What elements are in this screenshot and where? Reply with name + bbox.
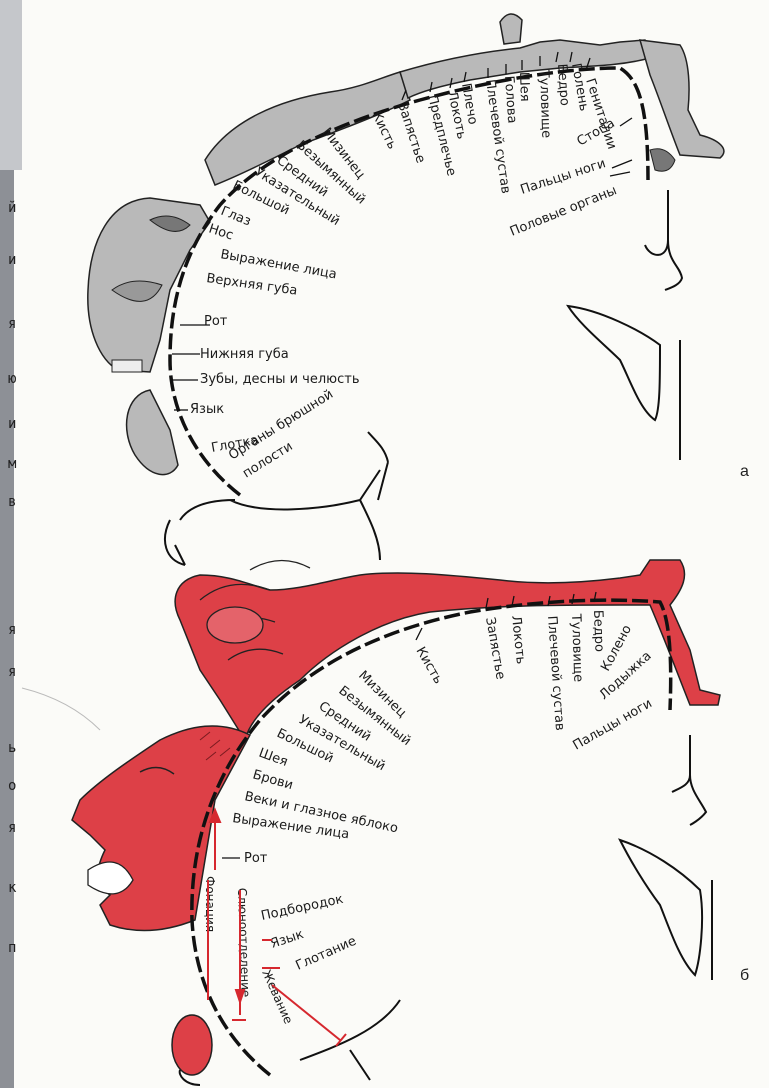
margin-glyph: й	[8, 200, 16, 216]
label-chin: Подбородок	[260, 892, 345, 924]
label-b-tongue: Язык	[269, 927, 306, 952]
sensory-genitals-shape	[500, 14, 522, 44]
motor-face-shape	[72, 726, 250, 931]
sensory-mouth-teeth	[112, 360, 142, 372]
motor-cross-section	[620, 840, 712, 980]
margin-glyph: я	[8, 820, 16, 836]
sensory-gyrus-contour	[165, 470, 380, 565]
page-curl-line	[22, 688, 100, 730]
label-teeth: Зубы, десны и челюсть	[200, 372, 360, 387]
label-salivation: Слюноотделение	[235, 888, 253, 998]
label-head: Голова	[501, 75, 519, 124]
label-mouth: Рот	[204, 314, 228, 329]
label-b-hand: Кисть	[413, 645, 446, 687]
label-b-shoulder: Плечевой сустав	[544, 615, 567, 731]
margin-glyph: и	[8, 252, 16, 268]
sensory-leg-shape	[640, 40, 724, 158]
panel-b-letter: б	[740, 967, 749, 984]
motor-tongue-shape	[172, 1015, 212, 1075]
label-hand: Кисть	[368, 109, 399, 152]
panel-a-sensory-homunculus: а Гениталии Стопа Пальцы ноги Половые ор…	[88, 14, 749, 565]
margin-glyph: о	[8, 778, 16, 794]
label-b-neck: Шея	[257, 746, 290, 770]
motor-thumb-pad	[207, 607, 263, 643]
label-wrist: Запястье	[394, 101, 428, 166]
label-thigh: Бедро	[554, 63, 572, 106]
margin-glyph: к	[8, 880, 17, 896]
label-upper-lip: Верхняя губа	[205, 271, 298, 299]
label-b-wrist: Запястье	[482, 616, 508, 681]
left-edge-highlight	[0, 0, 22, 170]
label-nose: Нос	[207, 222, 235, 244]
label-tongue: Язык	[190, 402, 224, 417]
margin-glyph: я	[8, 316, 16, 332]
label-phonation: Фонация	[203, 876, 217, 932]
margin-glyph: п	[8, 940, 16, 956]
margin-glyph: я	[8, 622, 16, 638]
label-lower-lip: Нижняя губа	[200, 347, 289, 362]
label-b-thigh: Бедро	[590, 610, 606, 653]
sensory-tongue-shape	[127, 390, 178, 475]
label-b-toes: Пальцы ноги	[571, 696, 655, 753]
sensory-foot-detail	[650, 149, 675, 172]
margin-glyph: и	[8, 416, 16, 432]
margin-glyph: в	[8, 494, 16, 510]
label-trunk: Туловище	[536, 69, 553, 139]
margin-glyph: ю	[8, 371, 16, 387]
sensory-sulcus-profile	[645, 190, 682, 290]
motor-sulcus-profile	[672, 735, 706, 825]
label-b-elbow: Локоть	[508, 615, 528, 665]
panel-a-letter: а	[740, 463, 749, 480]
label-b-mouth: Рот	[244, 851, 268, 866]
panel-b-motor-homunculus: б Пальцы ноги Лодыжка Колено Бедро Тулов…	[72, 560, 749, 1085]
label-b-trunk: Туловище	[568, 613, 585, 683]
margin-glyph: ь	[8, 740, 16, 756]
margin-glyph: я	[8, 664, 16, 680]
margin-glyph: м	[8, 456, 17, 472]
sensory-cross-section	[568, 306, 680, 460]
label-chewing: Жевание	[259, 968, 295, 1026]
label-brows: Брови	[251, 767, 295, 793]
